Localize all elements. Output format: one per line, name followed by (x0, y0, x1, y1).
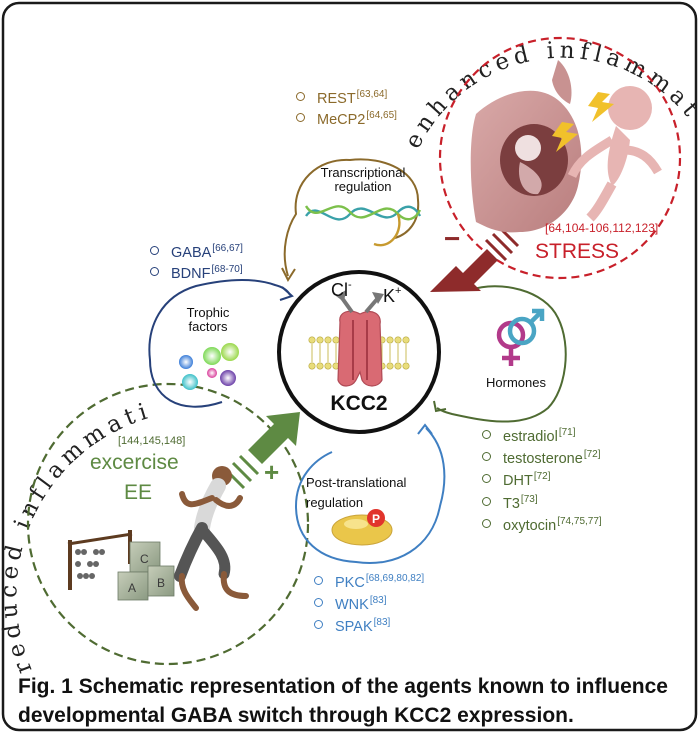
exercise-plus: + (264, 457, 279, 487)
baby-figure (567, 86, 662, 222)
stress-label: STRESS (535, 240, 619, 263)
phospho-protein-icon: P (331, 509, 393, 546)
hormones-title: Hormones (486, 375, 546, 390)
exercise-label: excercise (90, 451, 179, 474)
list-item-mecp2: MeCP2[64,65] (296, 110, 397, 128)
trophic-spheres-icon (179, 343, 239, 390)
bullet-icon (150, 246, 159, 255)
list-item-estradiol: estradiol[71] (482, 427, 602, 445)
transcriptional-title: Transcriptional regulation (320, 165, 406, 194)
bullet-icon (314, 620, 323, 630)
pregnancy-illustration (470, 60, 662, 233)
bullet-icon (482, 496, 491, 506)
bullet-icon (482, 518, 491, 528)
posttrans-bubble (294, 427, 446, 564)
arc-enhanced-inflammation: enhanced inflammation (0, 0, 700, 153)
list-item-pkc: PKC[68,69,80,82] (314, 573, 424, 591)
list-item-testosterone: testosterone[72] (482, 449, 602, 467)
block-a-label: A (128, 581, 136, 595)
posttrans-title: Post-translational regulation (306, 475, 407, 510)
kcc2-channel-illustration (308, 290, 410, 387)
posttrans-arrow-head (417, 423, 433, 435)
stress-refs: [64,104-106,112,123] (545, 221, 658, 235)
list-item-dht: DHT[72] (482, 472, 602, 489)
transcriptional-items: REST[63,64] MeCP2[64,65] (296, 89, 397, 128)
list-item-t3: T3[73] (482, 494, 602, 512)
bullet-icon (296, 92, 305, 101)
hormones-bubble (436, 285, 567, 423)
caption-text: Schematic representation of the agents k… (18, 675, 668, 727)
bullet-icon (150, 267, 159, 277)
posttrans-items: PKC[68,69,80,82] WNK[83] SPAK[83] (314, 573, 424, 636)
bullet-icon (482, 474, 491, 484)
bullet-icon (296, 113, 305, 123)
hormones-items: estradiol[71] testosterone[72] DHT[72] T… (482, 427, 602, 534)
exercise-circle (26, 382, 310, 666)
list-item-wnk: WNK[83] (314, 595, 424, 613)
exercise-refs: [144,145,148] (118, 435, 186, 447)
list-item-bdnf: BDNF[68-70] (150, 264, 243, 282)
kcc2-title: KCC2 (330, 392, 388, 415)
list-item-gaba: GABA[66,67] (150, 243, 243, 261)
figure-caption: Fig. 1 Schematic representation of the a… (18, 672, 688, 730)
exercise-arrow (224, 412, 300, 490)
caption-label: Fig. 1 (18, 675, 73, 698)
abacus-blocks-illustration (67, 530, 175, 601)
list-item-spak: SPAK[83] (314, 618, 424, 635)
bullet-icon (482, 430, 491, 439)
trophic-arrow-head (279, 286, 294, 301)
bullet-icon (314, 598, 323, 608)
ee-label: EE (124, 481, 153, 504)
potassium-label: K+ (383, 285, 401, 306)
runner-illustration (174, 466, 249, 611)
bullet-icon (314, 576, 323, 585)
trophic-bubble (148, 278, 291, 408)
block-b-label: B (157, 576, 165, 590)
block-c-label: C (140, 552, 149, 566)
svg-text:P: P (372, 512, 380, 526)
hormones-arrow-head (433, 400, 447, 413)
stress-minus: − (444, 223, 460, 254)
stress-circle (438, 36, 682, 280)
sex-symbols-icon (496, 308, 545, 366)
chloride-label: Cl- (331, 279, 352, 300)
trophic-items: GABA[66,67] BDNF[68-70] (150, 243, 243, 282)
bullet-icon (482, 452, 491, 462)
dna-helix-icon (304, 205, 422, 247)
trophic-title: Trophic factors (186, 305, 230, 334)
list-item-oxytocin: oxytocin[74,75,77] (482, 516, 602, 534)
list-item-rest: REST[63,64] (296, 89, 397, 107)
transcriptional-arrow-head (281, 267, 296, 283)
